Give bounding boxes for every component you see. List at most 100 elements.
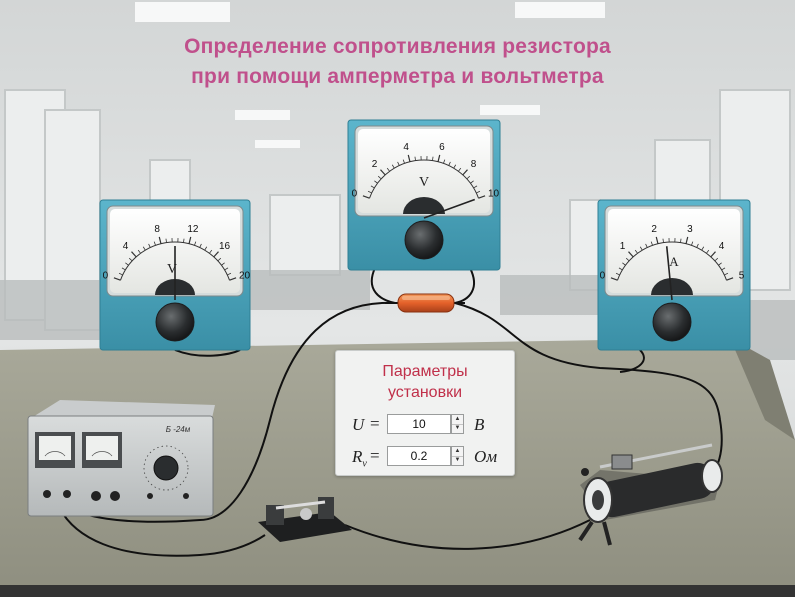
scale-minor-tick	[128, 257, 133, 262]
scale-tick-label: 4	[403, 142, 409, 153]
psu-model-label: Б -24м	[166, 425, 191, 434]
power-supply: Б -24м	[27, 400, 215, 517]
zero-adjust-knob[interactable]	[155, 302, 195, 342]
scale-tick-label: 20	[239, 271, 251, 282]
scale-major-tick	[478, 195, 486, 199]
scale-major-tick	[213, 251, 219, 258]
wire-resistor-to-psu	[54, 301, 396, 523]
page-title-line1: Определение сопротивления резистора	[184, 35, 611, 58]
wire-psu-to-switch	[54, 497, 266, 557]
ceiling-lights	[135, 2, 605, 148]
scale-minor-tick	[377, 175, 382, 180]
resistance-increment-icon[interactable]: ▲	[452, 447, 463, 457]
scale-minor-tick	[650, 241, 653, 246]
scale-tick-label: 8	[154, 224, 160, 235]
resistance-label: Rv	[352, 447, 367, 469]
knife-switch[interactable]	[258, 497, 352, 542]
scale-minor-tick	[391, 164, 395, 169]
scale-minor-tick	[199, 243, 202, 248]
scale-minor-tick	[183, 238, 185, 243]
scale-minor-tick	[476, 190, 481, 194]
scale-tick-label: 10	[488, 189, 500, 200]
scale-minor-tick	[458, 167, 462, 172]
resistance-input[interactable]: 0.2	[387, 446, 451, 466]
resistor[interactable]	[385, 293, 465, 313]
scale-major-tick	[131, 251, 137, 258]
resistance-symbol: R	[352, 447, 363, 466]
scale-tick-label: 0	[352, 189, 358, 200]
meter-unit-symbol: V	[419, 175, 429, 190]
scale-minor-tick	[701, 246, 705, 251]
scale-minor-tick	[691, 241, 694, 246]
scale-tick-label: 4	[123, 241, 129, 252]
voltage-knob[interactable]	[153, 455, 179, 481]
scale-minor-tick	[718, 262, 722, 266]
circuit-wires	[54, 267, 723, 557]
scale-tick-label: 16	[219, 241, 231, 252]
scale-major-tick	[628, 251, 634, 258]
scale-minor-tick	[443, 159, 446, 164]
scale-minor-tick	[645, 243, 648, 248]
panel-heading-line2: установки	[387, 384, 463, 401]
zero-adjust-knob[interactable]	[652, 302, 692, 342]
panel-heading-line1: Параметры	[382, 363, 468, 380]
scale-tick-label: 5	[739, 271, 745, 282]
voltage-increment-icon[interactable]: ▲	[452, 415, 463, 425]
scale-arc	[369, 159, 479, 199]
scale-tick-label: 2	[651, 224, 657, 235]
voltage-row: U = 10 ▲ ▼ В	[336, 413, 514, 437]
meter-unit-symbol: V	[167, 262, 177, 277]
terminal-negative[interactable]	[43, 490, 51, 498]
scale-minor-tick	[153, 241, 156, 246]
scale-major-tick	[407, 154, 411, 162]
wire-left-meter	[174, 349, 241, 357]
scale-minor-tick	[227, 272, 232, 276]
terminal-positive[interactable]	[63, 490, 71, 498]
scale-major-tick	[380, 169, 386, 176]
scale-minor-tick	[625, 257, 630, 262]
scale-minor-tick	[473, 185, 478, 189]
scale-major-tick	[113, 277, 121, 281]
scale-minor-tick	[165, 238, 167, 243]
scale-minor-tick	[118, 272, 123, 276]
scale-minor-tick	[374, 180, 378, 184]
scale-tick-label: 4	[719, 241, 725, 252]
scale-minor-tick	[224, 267, 229, 271]
meter-needle	[423, 198, 476, 219]
scale-minor-tick	[662, 238, 664, 243]
resistance-decrement-icon[interactable]: ▼	[454, 457, 461, 463]
voltage-input[interactable]: 10	[387, 414, 451, 434]
scale-minor-tick	[367, 190, 372, 194]
scale-minor-tick	[634, 249, 638, 254]
scale-minor-tick	[696, 243, 699, 248]
scale-minor-tick	[402, 159, 405, 164]
voltage-equals: =	[370, 414, 380, 433]
rheostat[interactable]	[578, 443, 723, 546]
scale-tick-label: 6	[439, 142, 445, 153]
scale-tick-label: 0	[600, 271, 606, 282]
wire-right-meter	[619, 349, 645, 373]
scale-minor-tick	[615, 272, 620, 276]
resistance-unit: Ом	[474, 447, 498, 466]
zero-adjust-knob[interactable]	[404, 220, 444, 260]
scale-minor-tick	[142, 246, 146, 251]
scale-minor-tick	[470, 180, 474, 184]
resistance-spinner[interactable]: ▲ ▼	[451, 446, 464, 466]
voltage-decrement-icon[interactable]: ▼	[454, 425, 461, 431]
scale-major-tick	[726, 277, 734, 281]
scale-arc	[120, 241, 230, 281]
resistance-row: Rv = 0.2 ▲ ▼ Ом	[336, 445, 514, 469]
scale-minor-tick	[137, 249, 141, 254]
voltage-spinner[interactable]: ▲ ▼	[451, 414, 464, 434]
scale-minor-tick	[432, 156, 434, 161]
scale-minor-tick	[370, 185, 375, 189]
scale-minor-tick	[466, 175, 471, 180]
scale-minor-tick	[414, 156, 416, 161]
scale-major-tick	[462, 169, 468, 176]
scale-minor-tick	[453, 164, 457, 169]
setup-parameters-panel: Параметры установки U = 10 ▲ ▼ В Rv = 0.…	[335, 350, 515, 476]
scale-minor-tick	[618, 267, 623, 271]
scale-minor-tick	[121, 267, 126, 271]
